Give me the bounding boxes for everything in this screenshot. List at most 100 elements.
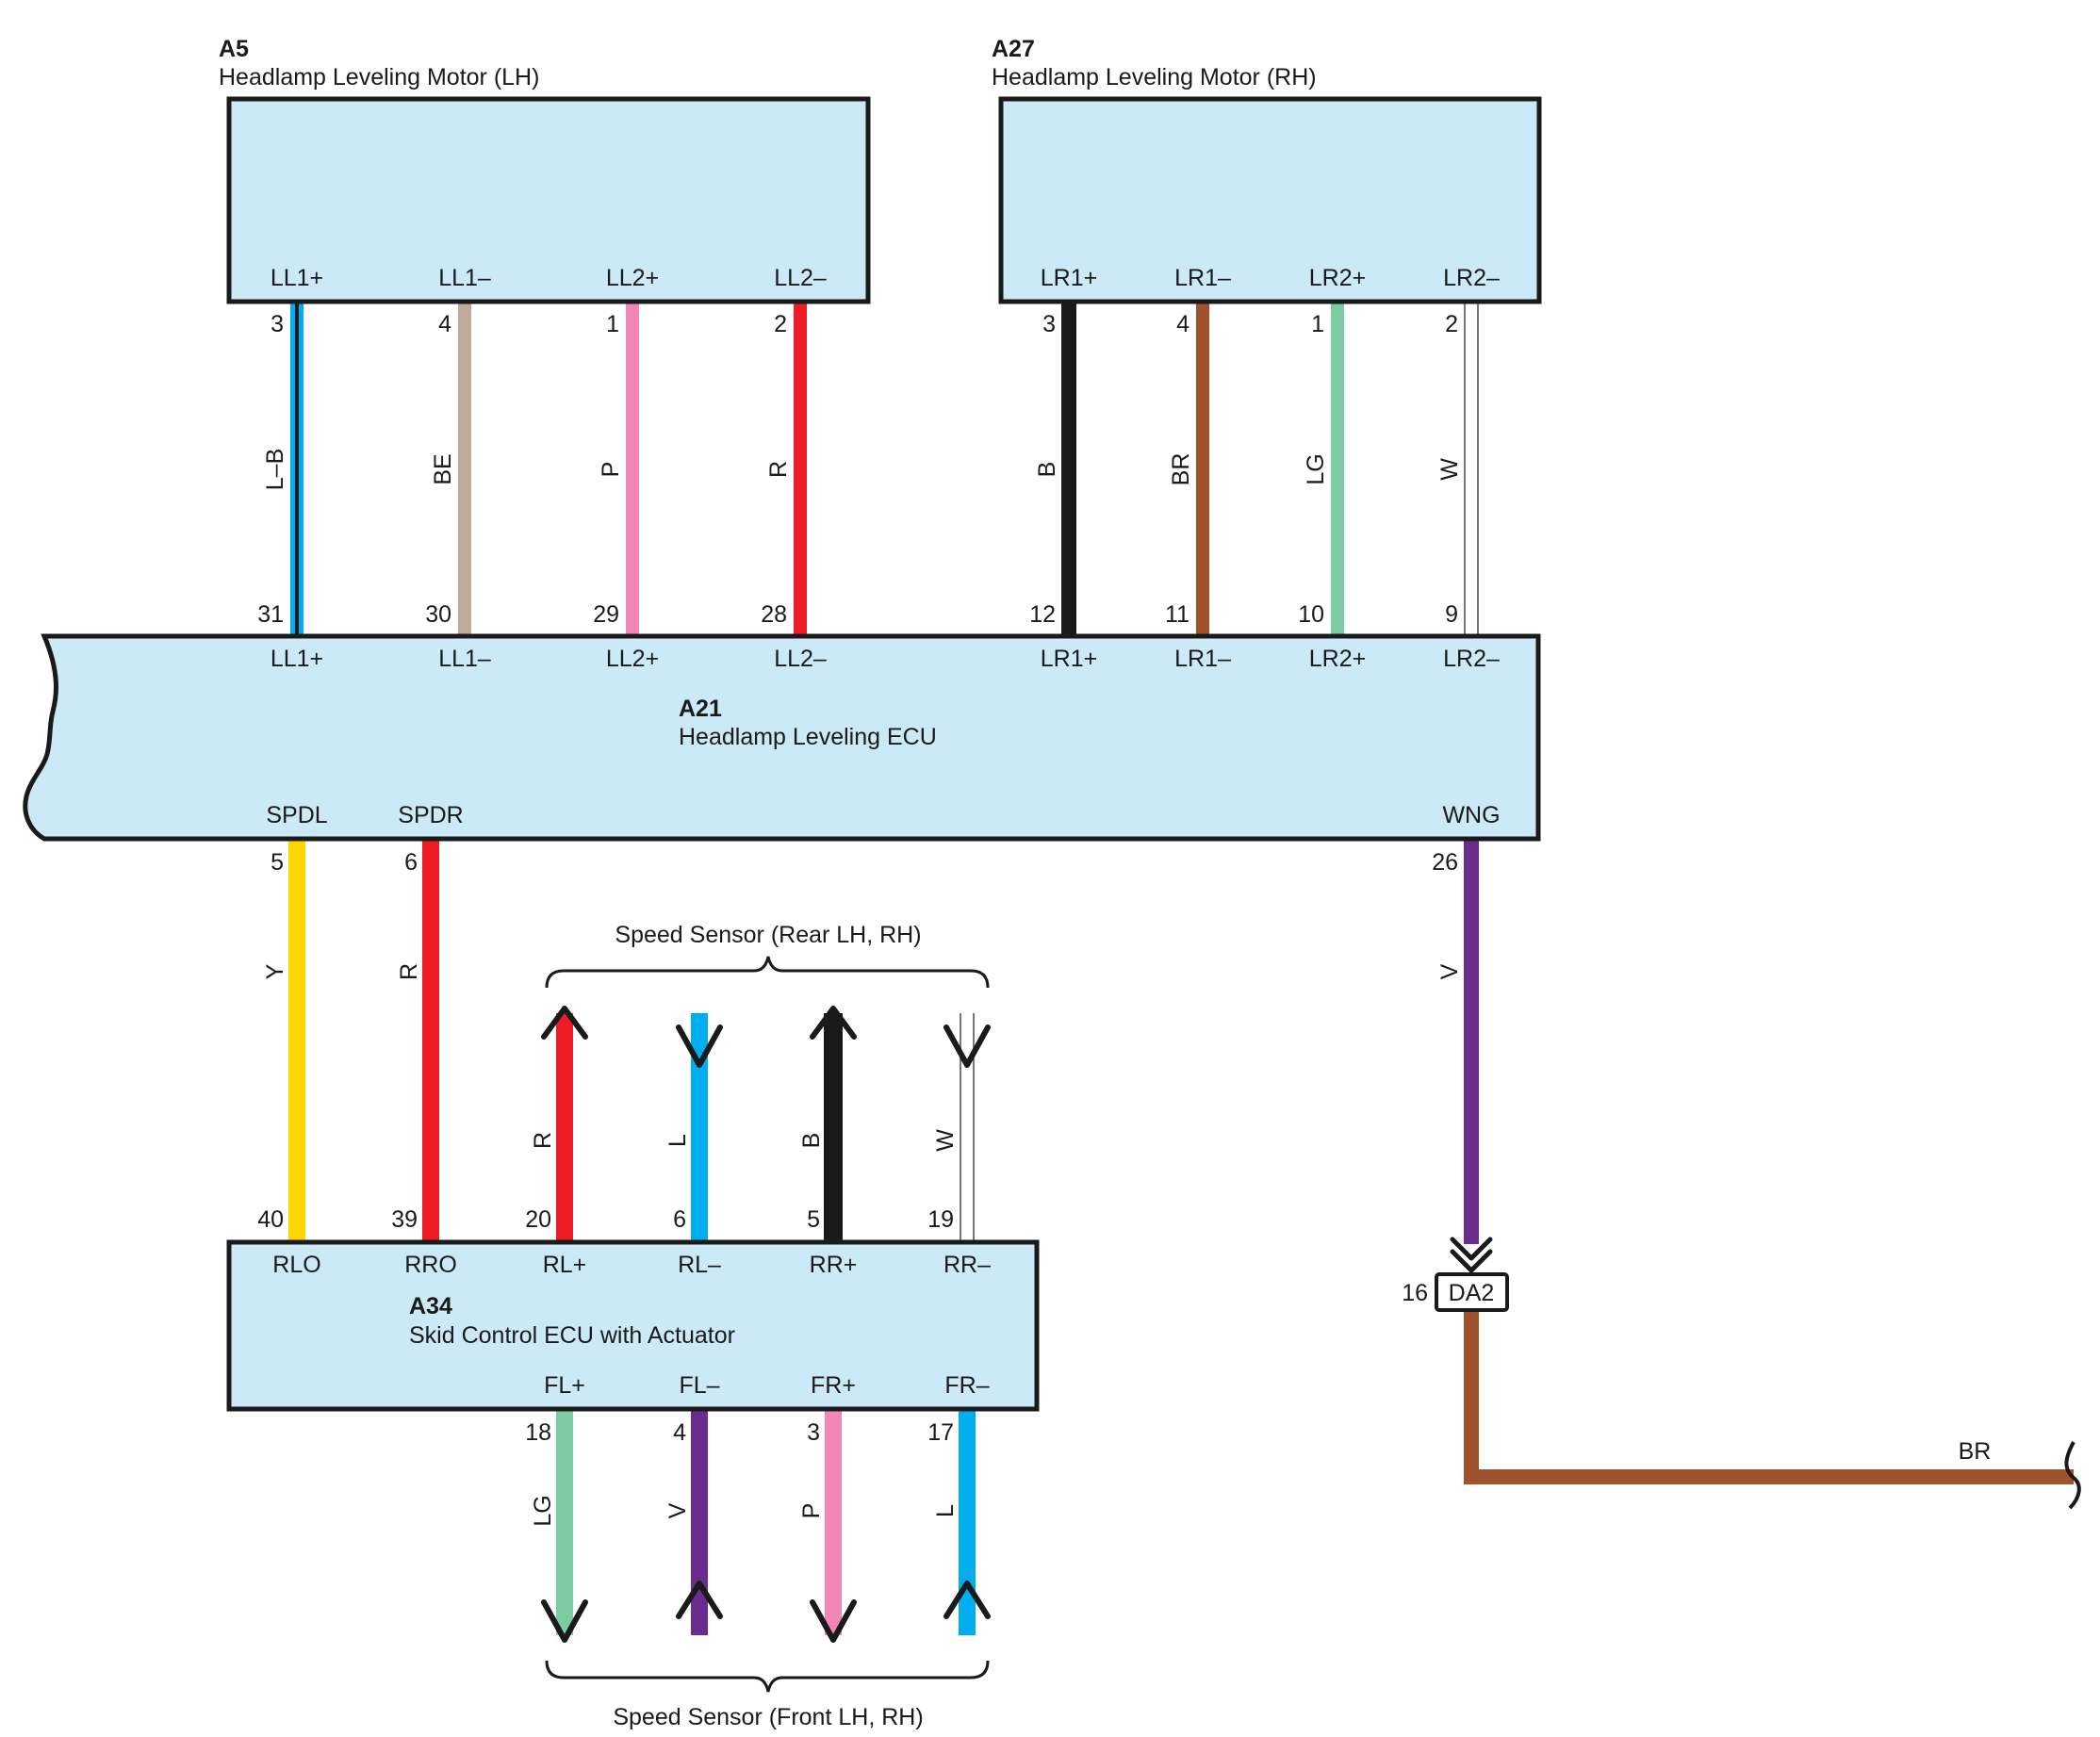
wire-label: R (396, 963, 422, 980)
pin-name: FR+ (811, 1372, 856, 1399)
pin-number: 30 (425, 601, 451, 628)
wire-label: B (1034, 462, 1060, 478)
pin-number: 18 (525, 1419, 551, 1446)
pin-number: 2 (1445, 311, 1458, 337)
arrow-up-icon (541, 1006, 588, 1040)
pin-name: SPDR (398, 802, 463, 828)
arrow-up-icon (810, 1006, 857, 1040)
arrow-down-icon (676, 1024, 723, 1068)
pin-number: 31 (257, 601, 284, 628)
arrow-up-icon (676, 1581, 723, 1619)
pin-number: 2 (774, 311, 787, 337)
wire-label: R (530, 1132, 556, 1149)
pin-number: 11 (1165, 601, 1189, 628)
a34-skid-ecu-box (226, 1239, 1040, 1412)
wire-label: W (932, 1129, 959, 1152)
pin-name: RL– (678, 1252, 721, 1278)
rear-sensor-brace (545, 956, 990, 989)
wire-label: L (932, 1504, 959, 1517)
arrow-down-icon (810, 1599, 857, 1643)
pin-number: 6 (404, 849, 418, 876)
pin-name: LL2+ (606, 646, 659, 672)
a5-name: Headlamp Leveling Motor (LH) (219, 64, 539, 90)
wire-label: L–B (262, 449, 288, 490)
a21-bottom-pin-numbers: 5 6 26 (271, 849, 1458, 876)
wire-br-ground (1464, 1310, 2074, 1484)
pin-number: 17 (927, 1419, 954, 1446)
a34-top-pin-names: RLO RRO RL+ RL– RR+ RR– (272, 1252, 991, 1278)
wire-label: R (765, 461, 792, 478)
pin-number: 5 (807, 1206, 820, 1233)
pin-name: LL1+ (271, 265, 323, 291)
arrow-down-icon (541, 1599, 588, 1643)
front-sensor-brace (545, 1660, 990, 1693)
wire-label: P (798, 1503, 825, 1519)
pin-name: LL2+ (606, 265, 659, 291)
da2-connector-arrow (1450, 1237, 1493, 1273)
pin-number: 1 (1311, 311, 1324, 337)
a5-id: A5 (219, 36, 249, 62)
pin-number: 28 (761, 601, 787, 628)
front-sensor-label: Speed Sensor (Front LH, RH) (613, 1704, 923, 1730)
wire-label: LG (1303, 453, 1329, 484)
a34-bottom-pin-numbers: 18 4 3 17 (525, 1419, 954, 1446)
pin-number: 40 (257, 1206, 284, 1233)
pin-name: RR– (943, 1252, 991, 1278)
pin-number: 39 (391, 1206, 418, 1233)
wire-label: LG (530, 1495, 556, 1526)
pin-name: FR– (944, 1372, 989, 1399)
a34-id: A34 (409, 1293, 452, 1319)
a27-pin-numbers: 3 4 1 2 (1042, 311, 1458, 337)
pin-number: 3 (1042, 311, 1056, 337)
a5-pin-names: LL1+ LL1– LL2+ LL2– (271, 265, 827, 291)
wire-label: L (664, 1134, 691, 1147)
ground-break-symbol (2064, 1441, 2081, 1510)
pin-name: LR2+ (1309, 646, 1366, 672)
arrow-down-icon (943, 1024, 991, 1068)
pin-name: LL2– (774, 646, 827, 672)
da2-connector-id: DA2 (1449, 1280, 1495, 1306)
ground-wire-label: BR (1959, 1438, 1992, 1465)
pin-number: 29 (593, 601, 619, 628)
pin-name: RLO (272, 1252, 320, 1278)
pin-number: 4 (438, 311, 451, 337)
pin-number: 12 (1029, 601, 1056, 628)
a27-motor-rh-box (998, 96, 1542, 304)
pin-name: FL+ (544, 1372, 585, 1399)
a21-bottom-pin-names: SPDL SPDR WNG (266, 802, 1500, 828)
wires-layer (288, 302, 2074, 1643)
da2-connector-box (1435, 1272, 1509, 1312)
pin-name: LR2– (1443, 646, 1500, 672)
wire-label: BR (1168, 453, 1194, 486)
wire-label: P (598, 462, 624, 478)
a5-motor-lh-box (226, 96, 871, 304)
a27-id: A27 (992, 36, 1035, 62)
pin-name: LL2– (774, 265, 827, 291)
pin-name: RR+ (810, 1252, 858, 1278)
pin-number: 4 (673, 1419, 686, 1446)
pin-name: LR1– (1174, 265, 1231, 291)
pin-name: FL– (679, 1372, 719, 1399)
pin-name: SPDL (266, 802, 327, 828)
da2-pin-number: 16 (1402, 1280, 1428, 1306)
pin-name: LL1+ (271, 646, 323, 672)
a21-id: A21 (679, 696, 722, 722)
a34-name: Skid Control ECU with Actuator (409, 1322, 735, 1349)
pin-number: 26 (1432, 849, 1458, 876)
a34-top-pin-numbers: 40 39 20 6 5 19 (257, 1206, 954, 1233)
wire-label: V (664, 1502, 691, 1518)
pin-name: RRO (404, 1252, 457, 1278)
pin-name: LR1– (1174, 646, 1231, 672)
a27-pin-names: LR1+ LR1– LR2+ LR2– (1041, 265, 1500, 291)
pin-number: 1 (606, 311, 619, 337)
pin-name: LR2– (1443, 265, 1500, 291)
pin-number: 5 (271, 849, 284, 876)
wire-label: Y (262, 963, 288, 979)
wire-label: V (1436, 963, 1463, 979)
a21-top-pin-numbers: 31 30 29 28 12 11 10 9 (257, 601, 1458, 628)
pin-name: LR2+ (1309, 265, 1366, 291)
wire-label: BE (430, 453, 456, 484)
pin-name: LR1+ (1041, 265, 1097, 291)
a21-ecu-box (23, 633, 1541, 842)
